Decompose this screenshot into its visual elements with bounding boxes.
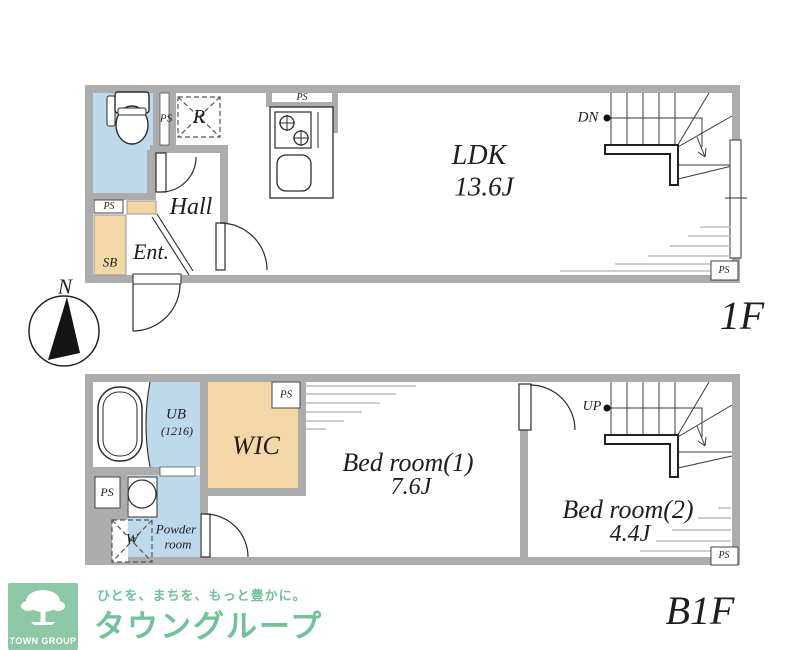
room-label-ldk: LDK [451,140,507,171]
ps-label-wic: PS [279,388,293,401]
ps-label-left-b1: PS [100,485,114,499]
room-label-refrigerator: R [192,106,206,128]
floorB1-plan [85,374,740,566]
stairs-down-label: DN [577,109,599,126]
logo-tagline: ひとを、まちを、もっと豊かに。 [97,588,307,603]
town-group-logo: TOWN GROUP [8,583,78,650]
bath-partition-curve [145,381,151,468]
bedroom1-door-leaf [200,513,211,558]
ps-label-entry: PS [103,201,115,212]
ldk-door-swing [219,222,268,271]
stairs-down [603,92,733,186]
hall-door-swing [160,156,197,193]
entrance-step-lines [151,213,194,276]
stairs-up [603,381,733,478]
kitchen-sink-icon [276,154,312,192]
stair-landing-edge [604,144,679,186]
tree-icon [21,590,65,625]
bath-sliding-door [159,466,196,477]
ps-label-corner-1f: PS [718,265,730,276]
floor1-label: 1F [719,293,765,338]
room-area-ldk: 13.6J [454,171,514,202]
kitchen-counter [269,106,334,199]
kitchen-ps-niche [272,93,332,102]
room-label-entrance: Ent. [132,239,170,264]
ps-label-kitchen: PS [296,92,308,103]
room-label-shoe-box: SB [102,254,118,270]
logo-company-name: タウングループ [94,609,324,644]
room-area-bedroom1: 7.6J [390,474,432,500]
powder-fixtures [111,476,158,563]
unit-bath-area [146,382,200,467]
toilet-icon [106,91,150,145]
shoe-box-area [93,214,127,276]
room-label-powder-2: room [164,536,192,552]
vanity-sink-icon [127,479,157,509]
room-label-bedroom1: Bed room(1) [342,448,474,477]
stair-start-dot [603,404,611,412]
floorB1-label: B1F [665,588,735,633]
compass-north-label: N [57,274,73,299]
floor1-doors [132,152,268,332]
entrance-door-swing [132,283,181,332]
bedroom2-door-swing [529,384,576,431]
bathtub-icon [97,386,143,462]
floorB1-doors [200,383,576,558]
room-label-wic: WIC [232,431,280,460]
bedroom2-door-leaf [518,383,532,431]
ps-box-left-b1 [94,476,121,509]
room-label-bedroom2: Bed room(2) [562,495,694,524]
ps-label-corner-b1: PS [718,550,730,561]
entry-counter [126,200,157,215]
bedroom1-hatch-lines [306,385,416,430]
hall-door-leaf [155,152,167,193]
room-size-unit-bath: (1216) [161,424,193,438]
ps-box-entry [93,199,124,214]
room-label-hall: Hall [169,194,213,220]
pipe-shaft-strip [159,92,170,146]
stairs-up-label: UP [582,399,602,414]
floorB1-partitions [93,382,528,565]
bedroom1-door-swing [204,513,249,558]
washer-box [111,519,153,563]
logo-brand-text: TOWN GROUP [9,636,77,646]
compass [28,295,100,367]
room-label-unit-bath: UB [166,406,186,423]
north-needle-icon [48,297,80,360]
room-label-powder-1: Powder [155,521,197,537]
ldk-door-leaf [215,222,226,271]
ldk-window [725,139,747,259]
room-area-bedroom2: 4.4J [609,521,651,547]
refrigerator-box [177,96,221,138]
stair-landing-edge [604,434,679,478]
ps-box-wic [271,381,301,409]
floor1-plan [85,85,747,332]
entrance-opening [132,273,182,285]
ps-label-toilet: PS [159,112,173,125]
ps-box-corner-b1 [710,546,739,566]
washer-label: W [125,531,139,548]
ps-box-corner-1f [710,260,739,281]
stair-start-dot [603,114,611,122]
